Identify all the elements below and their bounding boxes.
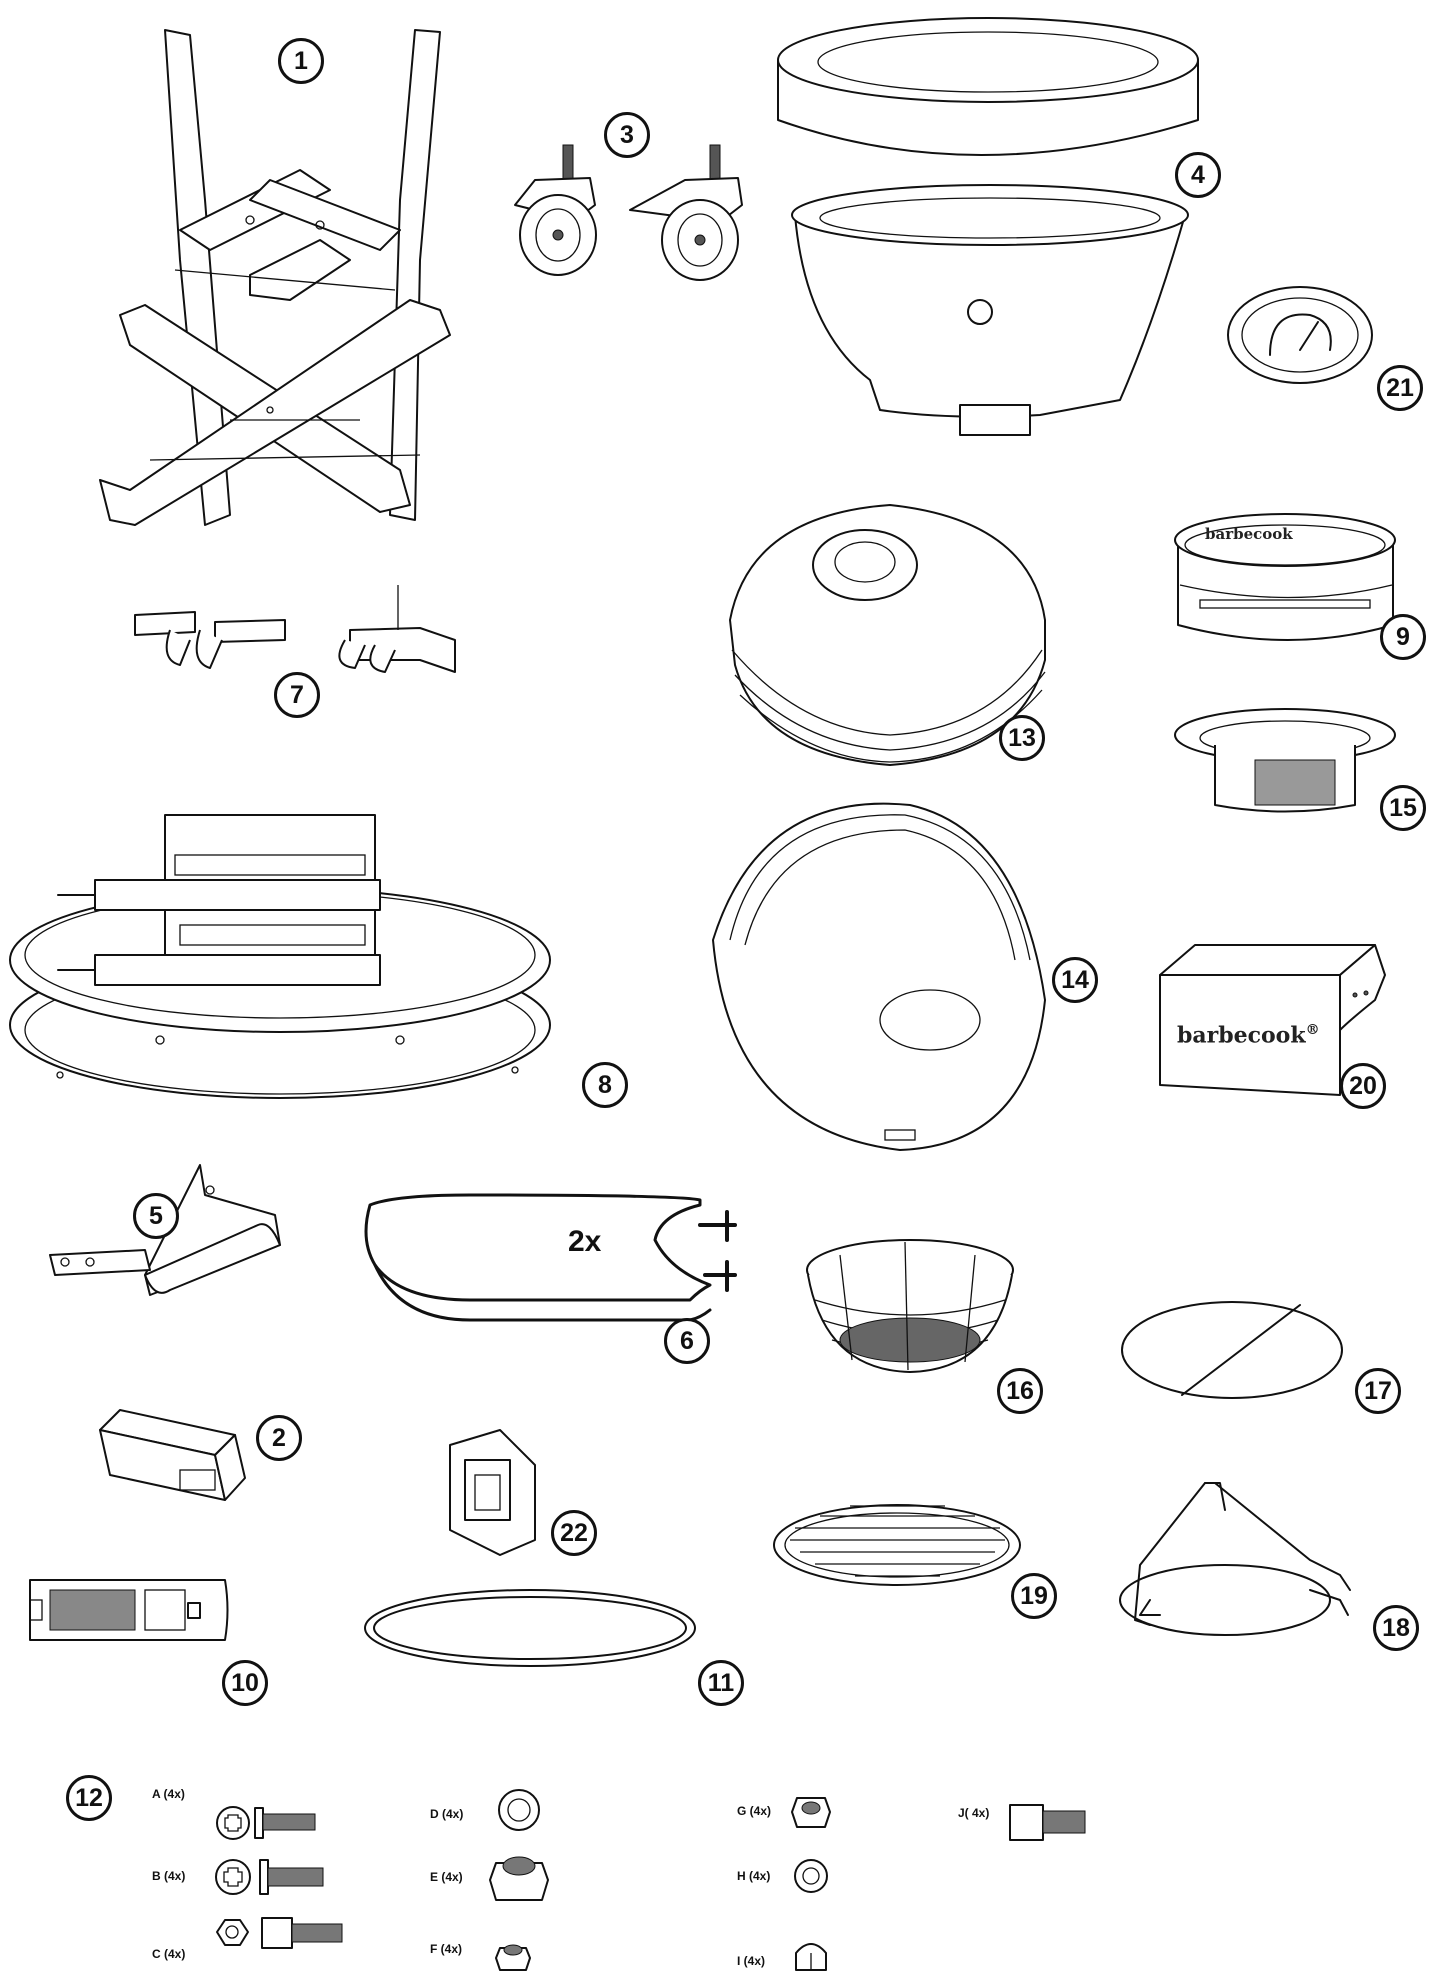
part-number-badge: 18 (1373, 1605, 1419, 1651)
cap-nut-icon (795, 1943, 827, 1971)
deflector-rack-icon (1119, 1482, 1351, 1636)
gasket-icon (364, 1589, 696, 1667)
vent-insert-icon (1174, 708, 1396, 813)
bracket-clip-icon (449, 1429, 536, 1556)
stand-frame-icon (99, 29, 451, 526)
side-shelf-icon (364, 1193, 737, 1322)
part-number-badge: 20 (1340, 1063, 1386, 1109)
part-number-badge: 7 (274, 672, 320, 718)
hinge-band-assembly-icon (9, 814, 551, 1099)
part-number-badge: 15 (1380, 785, 1426, 831)
part-number-badge: 3 (604, 112, 650, 158)
charcoal-basket-icon (806, 1239, 1014, 1373)
hardware-label-i: I (4x) (737, 1954, 766, 1968)
hardware-label-j: J( 4x) (958, 1806, 990, 1820)
shield-brand-label: barbecook® (1177, 1022, 1320, 1048)
part-number-badge: 13 (999, 715, 1045, 761)
hardware-label-e: E (4x) (430, 1870, 463, 1884)
hardware-label-c: C (4x) (152, 1947, 186, 1961)
spring-washer-icon (794, 1859, 828, 1893)
hex-nut-large-icon (489, 1856, 549, 1901)
part-number-badge: 22 (551, 1510, 597, 1556)
hardware-label-d: D (4x) (430, 1807, 464, 1821)
part-number-badge: 4 (1175, 152, 1221, 198)
bottom-vent-door-icon (29, 1579, 229, 1641)
handle-bracket-icon (49, 1164, 281, 1296)
part-number-badge: 2 (256, 1415, 302, 1461)
hardware-label-h: H (4x) (737, 1869, 771, 1883)
shelf-quantity-label: 2x (568, 1225, 602, 1258)
vent-brand-label: barbecook (1205, 525, 1293, 543)
thermometer-icon (1227, 286, 1373, 384)
dome-lid-icon (729, 504, 1046, 766)
hex-socket-bolt-icon (216, 1917, 343, 1949)
part-number-badge: 9 (1380, 614, 1426, 660)
ash-tool-shield-icon (1159, 944, 1386, 1096)
part-number-badge: 10 (222, 1660, 268, 1706)
part-number-badge: 1 (278, 38, 324, 84)
part-number-badge: 16 (997, 1368, 1043, 1414)
part-number-badge: 21 (1377, 365, 1423, 411)
hex-socket-bolt-short-icon (1009, 1804, 1086, 1841)
part-number-badge: 11 (698, 1660, 744, 1706)
cooking-grate-icon (773, 1504, 1021, 1586)
part-number-badge: 14 (1052, 957, 1098, 1003)
firebox-bowl-icon (712, 802, 1046, 1151)
handle-block-icon (99, 1409, 246, 1501)
hardware-label-a: A (4x) (152, 1787, 185, 1801)
shelf-brackets-icon (134, 585, 456, 673)
heat-deflector-icon (1121, 1301, 1343, 1399)
hardware-label-f: F (4x) (430, 1942, 463, 1956)
registered-mark: ® (1305, 1022, 1320, 1038)
part-number-badge: 8 (582, 1062, 628, 1108)
part-number-badge: 17 (1355, 1368, 1401, 1414)
part-number-badge: 5 (133, 1193, 179, 1239)
lock-nut-icon (791, 1797, 831, 1828)
ceramic-base-icon (777, 17, 1199, 436)
phillips-bolt-short-icon (216, 1806, 316, 1840)
hardware-label-g: G (4x) (737, 1804, 772, 1818)
top-vent-icon (1174, 513, 1396, 641)
phillips-bolt-long-icon (215, 1859, 324, 1895)
shield-brand-text: barbecook (1177, 1022, 1306, 1049)
part-number-badge: 19 (1011, 1573, 1057, 1619)
flat-washer-icon (498, 1789, 540, 1831)
part-number-badge: 12 (66, 1775, 112, 1821)
caster-wheels-icon (514, 144, 743, 281)
hardware-label-b: B (4x) (152, 1869, 186, 1883)
hex-nut-small-icon (495, 1944, 531, 1971)
part-number-badge: 6 (664, 1318, 710, 1364)
